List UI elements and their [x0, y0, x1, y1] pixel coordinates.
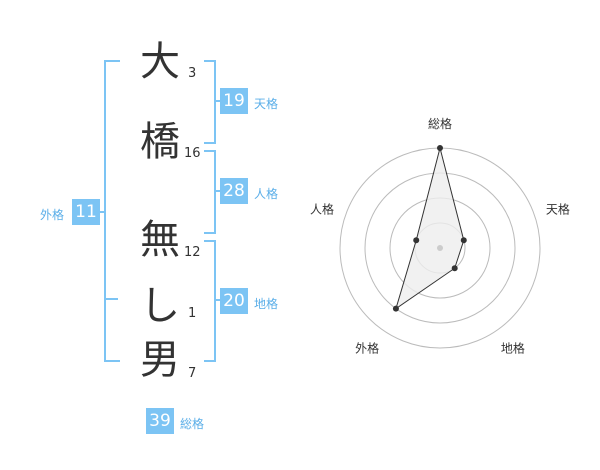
radar-point-1	[437, 145, 443, 151]
radar-axis-label-5: 人格	[310, 202, 334, 217]
stroke-count-5: 7	[188, 366, 197, 381]
gaikaku-label: 外格	[40, 208, 65, 222]
tenkaku-label: 天格	[254, 97, 279, 111]
stroke-count-1: 3	[188, 66, 197, 81]
radar-point-5	[413, 237, 420, 244]
chikaku-stub	[216, 299, 222, 301]
jinkaku-bracket	[204, 150, 216, 234]
name-char-2: 橋	[140, 119, 180, 165]
gaikaku-bracket	[104, 60, 120, 362]
gaikaku-value: 11	[72, 199, 100, 225]
radar-point-2	[460, 237, 467, 244]
radar-axis-label-4: 外格	[355, 340, 379, 355]
stroke-count-2: 16	[184, 146, 201, 161]
radar-point-3	[451, 265, 458, 272]
radar-series-polygon	[395, 147, 465, 310]
stroke-count-4: 1	[188, 306, 197, 321]
chikaku-label: 地格	[254, 297, 279, 311]
name-char-4: し	[140, 283, 180, 329]
name-char-1: 大	[140, 39, 180, 85]
chikaku-bracket	[204, 240, 216, 362]
radar-axis-label-1: 総格	[428, 116, 452, 131]
soukaku-label: 総格	[180, 417, 205, 431]
gaikaku-bracket-tick	[104, 298, 118, 300]
jinkaku-label: 人格	[254, 187, 279, 201]
radar-point-4	[392, 305, 399, 312]
soukaku-value: 39	[146, 408, 174, 434]
radar-axis-label-3: 地格	[501, 340, 525, 355]
tenkaku-stub	[216, 100, 222, 102]
stroke-count-3: 12	[184, 245, 201, 260]
gaikaku-stub	[98, 211, 104, 213]
tenkaku-bracket	[204, 60, 216, 144]
chikaku-value: 20	[220, 288, 248, 314]
name-char-3: 無	[140, 217, 180, 263]
radar-center-dot	[437, 245, 443, 251]
tenkaku-value: 19	[220, 88, 248, 114]
jinkaku-stub	[216, 190, 222, 192]
jinkaku-value: 28	[220, 178, 248, 204]
name-char-5: 男	[140, 337, 180, 383]
radar-axis-label-2: 天格	[546, 202, 570, 217]
